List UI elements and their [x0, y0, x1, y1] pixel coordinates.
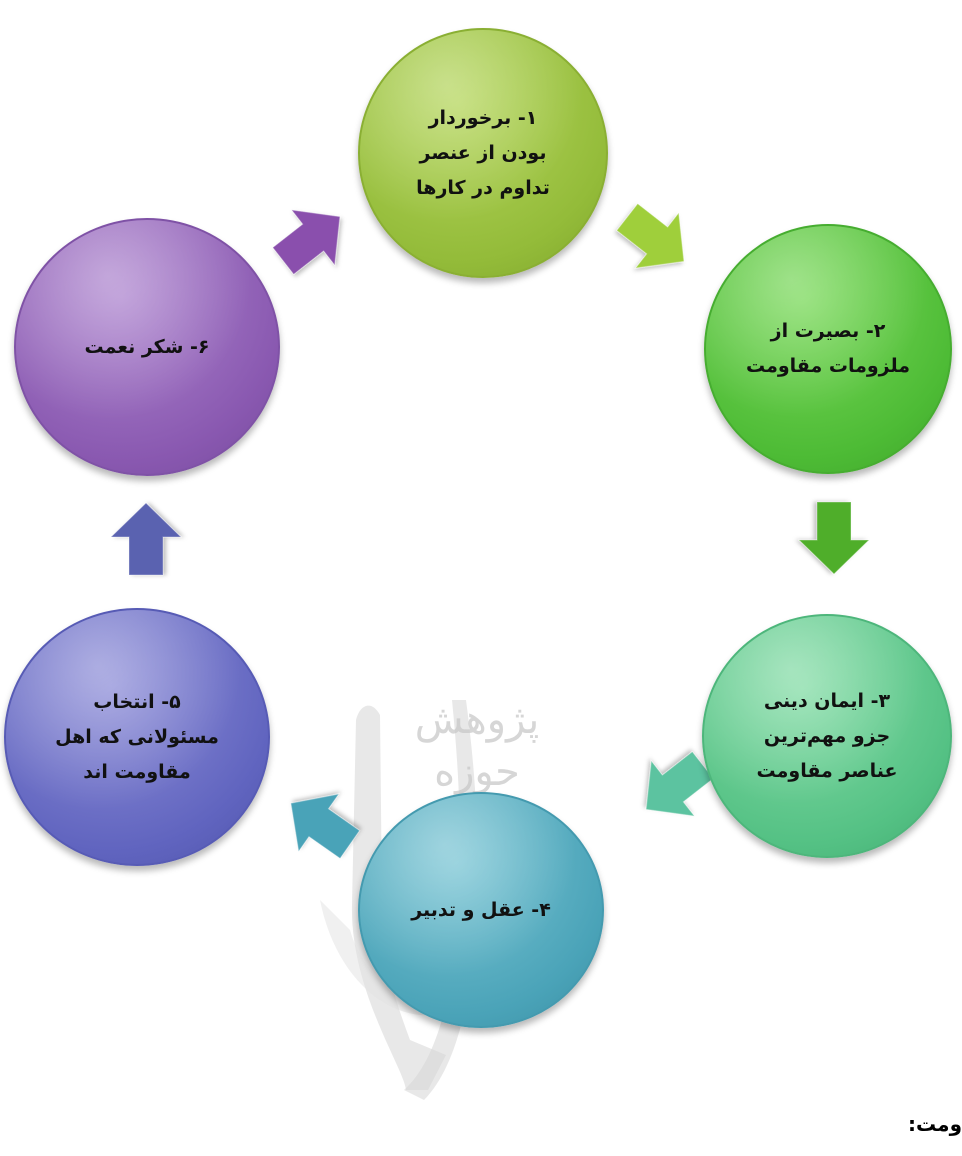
watermark-text: پژوهش حوزه: [412, 694, 542, 804]
node-step3-line-3: عناصر مقاومت: [756, 759, 898, 782]
watermark-line-1: پژوهش: [414, 697, 540, 743]
node-step1-line-1: ۱- برخوردار: [428, 106, 538, 129]
node-step2: ۲- بصیرت از ملزومات مقاومت: [704, 224, 952, 474]
arrow-step1-to-step2: [616, 202, 685, 269]
node-step6-line-1: ۶- شکر نعمت: [84, 335, 210, 358]
node-step5-line-3: مقاومت اند: [83, 760, 191, 783]
node-step1-label: ۱- برخوردار بودن از عنصر تداوم در کارها: [408, 101, 558, 206]
arrow-step6-to-step1: [272, 209, 341, 276]
node-step6-label: ۶- شکر نعمت: [77, 330, 218, 365]
node-step5-line-1: ۵- انتخاب: [93, 690, 181, 713]
arrow-step2-to-step3: [797, 501, 871, 575]
node-step2-label: ۲- بصیرت از ملزومات مقاومت: [738, 314, 918, 384]
watermark-line-2: حوزه: [434, 749, 520, 795]
node-step5: ۵- انتخاب مسئولانی که اهل مقاومت اند: [4, 608, 270, 866]
node-step4-label: ۴- عقل و تدبیر: [403, 893, 559, 928]
node-step2-line-1: ۲- بصیرت از: [770, 320, 886, 342]
node-step1-line-2: بودن از عنصر: [419, 141, 547, 164]
node-step5-label: ۵- انتخاب مسئولانی که اهل مقاومت اند: [47, 685, 227, 790]
node-step5-line-2: مسئولانی که اهل: [55, 725, 219, 748]
node-step2-line-2: ملزومات مقاومت: [745, 355, 910, 377]
arrow-step3-to-step4: [645, 750, 714, 817]
node-step1-line-3: تداوم در کارها: [416, 176, 550, 199]
node-step3-line-2: جزو مهم‌ترین: [763, 724, 891, 747]
arrow-step4-to-step5: [290, 793, 361, 860]
arrow-step5-to-step6: [109, 502, 183, 576]
node-step3-label: ۳- ایمان دینی جزو مهم‌ترین عناصر مقاومت: [749, 684, 906, 789]
node-step4: ۴- عقل و تدبیر: [358, 792, 604, 1028]
node-step3: ۳- ایمان دینی جزو مهم‌ترین عناصر مقاومت: [702, 614, 952, 858]
node-step1: ۱- برخوردار بودن از عنصر تداوم در کارها: [358, 28, 608, 278]
node-step3-line-1: ۳- ایمان دینی: [763, 689, 891, 712]
node-step6: ۶- شکر نعمت: [14, 218, 280, 476]
caption-text: ومت:: [908, 1112, 962, 1136]
node-step4-line-1: ۴- عقل و تدبیر: [411, 898, 551, 921]
